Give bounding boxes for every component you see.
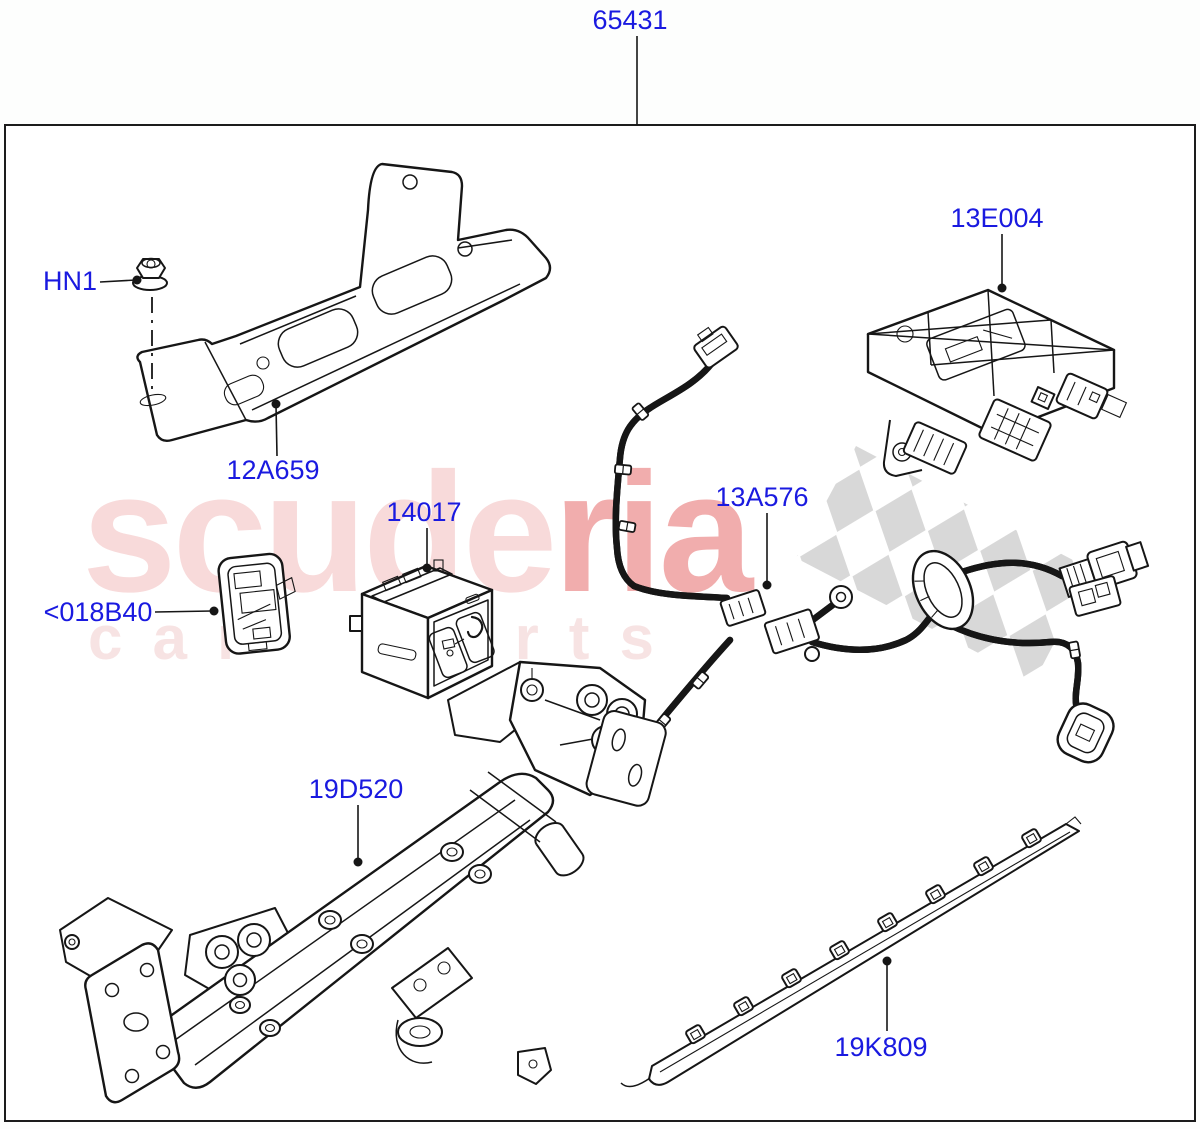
part-label-018b40[interactable]: <018B40 bbox=[43, 597, 153, 627]
part-label-13a576[interactable]: 13A576 bbox=[715, 482, 809, 512]
bracket-12a659-drawing bbox=[136, 162, 552, 443]
part-label-hn1[interactable]: HN1 bbox=[42, 266, 98, 296]
towbar-hook-icon bbox=[466, 615, 484, 639]
part-label-19k809[interactable]: 19K809 bbox=[834, 1032, 928, 1062]
trim-19k809-drawing bbox=[620, 816, 1082, 1088]
connector-018b40-drawing bbox=[217, 552, 296, 655]
part-label-12a659[interactable]: 12A659 bbox=[226, 455, 320, 485]
module-13e004-drawing bbox=[866, 288, 1128, 477]
switch-14017-drawing bbox=[349, 559, 495, 700]
towbar-19d520-drawing bbox=[59, 660, 667, 1104]
part-label-13e004[interactable]: 13E004 bbox=[950, 203, 1044, 233]
trailer-icon bbox=[441, 638, 465, 657]
trim-clips bbox=[685, 828, 1042, 1045]
leader-lines bbox=[99, 36, 1007, 1031]
watermark-brand: scuderia bbox=[82, 448, 753, 618]
part-label-14017[interactable]: 14017 bbox=[386, 497, 462, 527]
part-label-19d520[interactable]: 19D520 bbox=[308, 774, 404, 804]
nut-hn1-drawing bbox=[132, 257, 168, 396]
harness-13a576-drawing bbox=[615, 325, 1150, 780]
part-label-65431[interactable]: 65431 bbox=[592, 5, 668, 35]
